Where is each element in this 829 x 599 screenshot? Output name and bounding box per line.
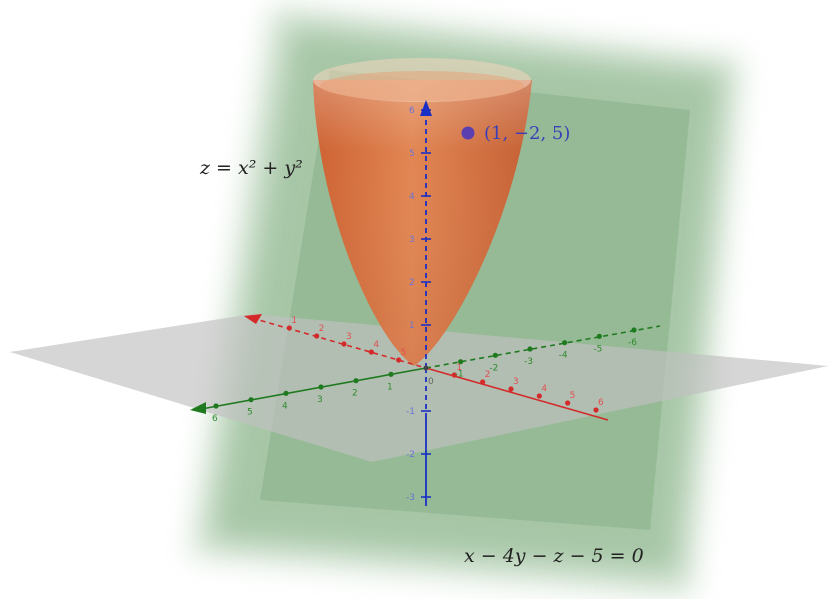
origin-label: 0 xyxy=(428,377,434,387)
y-axis-tick-label: 5 xyxy=(247,408,253,418)
y-axis-tick-dot xyxy=(562,340,568,346)
x-axis-tick-dot xyxy=(286,325,292,331)
x-axis-tick-dot xyxy=(565,400,571,406)
y-axis-tick-label: 4 xyxy=(282,401,288,411)
z-axis-arrow xyxy=(420,100,432,116)
x-axis-tick-label: 4 xyxy=(373,340,379,350)
point-label: (1, −2, 5) xyxy=(484,123,570,144)
z-axis-tick-label: 6 xyxy=(409,106,415,116)
x-axis-tick-label: 4 xyxy=(541,384,547,394)
x-axis-tick-dot xyxy=(396,357,402,363)
x-axis-tick-dot xyxy=(368,349,374,355)
z-axis-tick-label: 2 xyxy=(409,278,415,288)
y-axis-tick-dot xyxy=(527,346,533,352)
y-axis-tick-label: 2 xyxy=(352,389,358,399)
y-axis-tick-dot xyxy=(213,403,219,409)
y-axis-tick-label: -2 xyxy=(489,363,498,373)
y-axis-tick-dot xyxy=(388,371,394,377)
z-axis-tick-label: -3 xyxy=(406,493,415,503)
x-axis-arrow xyxy=(244,314,262,324)
x-axis-tick-dot xyxy=(341,341,347,347)
y-axis-tick-dot xyxy=(353,378,359,384)
y-axis-tick-dot xyxy=(492,352,498,358)
y-axis-tick-label: -6 xyxy=(628,338,637,348)
y-axis-arrow xyxy=(190,402,206,414)
x-axis-tick-dot xyxy=(508,386,514,392)
x-axis-tick-label: 3 xyxy=(513,377,519,387)
x-axis-tick-dot xyxy=(451,372,457,378)
paraboloid-equation: z = x² + y² xyxy=(199,157,303,179)
x-axis-tick-label: 2 xyxy=(485,370,491,380)
y-axis-tick-label: -4 xyxy=(559,351,568,361)
origin-dot xyxy=(423,365,429,371)
y-axis-front[interactable] xyxy=(195,367,427,411)
z-axis-tick-label: -2 xyxy=(406,450,415,460)
y-axis-tick-dot xyxy=(458,359,464,365)
x-axis-tick-dot xyxy=(314,333,320,339)
x-axis-tick-label: 2 xyxy=(319,324,325,334)
z-axis-tick-label: 4 xyxy=(409,192,415,202)
x-axis-tick-label: 5 xyxy=(570,391,576,401)
z-axis-tick-label: 5 xyxy=(409,149,415,159)
x-axis-tick-label: 6 xyxy=(598,398,604,408)
y-axis-tick-label: -3 xyxy=(524,357,533,367)
y-axis-tick-label: 3 xyxy=(317,395,323,405)
y-axis-tick-dot xyxy=(248,397,254,403)
y-axis-tick-label: -5 xyxy=(593,344,602,354)
x-axis-tick-label: 1 xyxy=(291,316,297,326)
x-axis-tick-label: 1 xyxy=(456,363,462,373)
y-axis-tick-dot xyxy=(283,390,289,396)
z-axis-tick-label: 3 xyxy=(409,235,415,245)
y-axis-back[interactable] xyxy=(425,325,661,369)
z-axis-tick-label: -1 xyxy=(406,407,415,417)
x-axis-tick-dot xyxy=(480,379,486,385)
x-axis-tick-label: 5 xyxy=(401,348,407,358)
x-axis-tick-label: 3 xyxy=(346,332,352,342)
x-axis-tick-dot xyxy=(536,393,542,399)
point-marker[interactable] xyxy=(461,126,475,140)
y-axis-tick-label: 1 xyxy=(387,382,393,392)
y-axis-tick-label: 6 xyxy=(212,414,218,424)
y-axis-tick-dot xyxy=(596,333,602,339)
xy-plane xyxy=(10,314,828,462)
y-axis-tick-label: -1 xyxy=(455,370,464,380)
x-axis-tick-dot xyxy=(593,407,599,413)
plane-equation: x − 4y − z − 5 = 0 xyxy=(464,545,644,567)
x-axis-back[interactable] xyxy=(251,317,427,369)
y-axis-tick-dot xyxy=(631,327,637,333)
x-axis-front[interactable] xyxy=(425,367,609,421)
paraboloid-surface[interactable] xyxy=(313,58,532,366)
z-axis-tick-label: 1 xyxy=(409,321,415,331)
y-axis-tick-dot xyxy=(318,384,324,390)
